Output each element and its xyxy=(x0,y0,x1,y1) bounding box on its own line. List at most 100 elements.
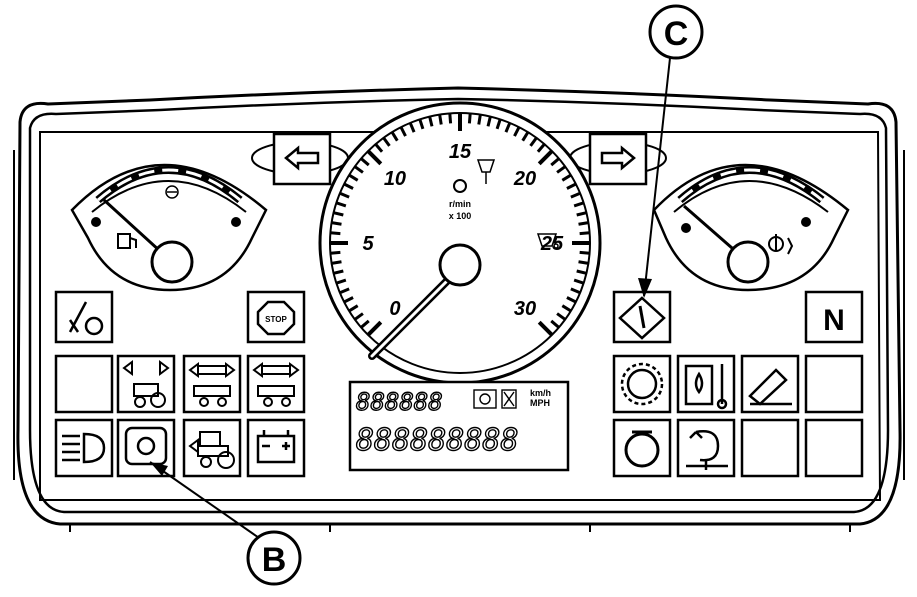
pto-icon xyxy=(686,430,728,470)
callout-b: B xyxy=(149,461,302,586)
tachometer-tick xyxy=(576,269,587,275)
tachometer-tick xyxy=(399,126,407,137)
tachometer-tick xyxy=(353,312,364,321)
callout-c-label: C xyxy=(664,15,689,53)
tachometer-tick xyxy=(579,250,590,255)
transmission-icon xyxy=(124,426,168,466)
tachometer-tick xyxy=(382,136,391,147)
tractor-front-pto-indicator xyxy=(246,354,306,414)
tachometer-ticks xyxy=(330,113,590,337)
tachometer-tick xyxy=(448,113,453,124)
blank-indicator-3 xyxy=(740,418,800,478)
tachometer-tick xyxy=(390,131,399,142)
tachometer-tick xyxy=(486,116,492,127)
stop-sign-label: STOP xyxy=(265,315,287,324)
tachometer-scale-label: 10 xyxy=(384,168,406,190)
tachometer-tick xyxy=(343,296,354,304)
neutral-icon: N xyxy=(823,304,845,337)
high-beam-icon xyxy=(62,432,106,464)
rpm-multiplier-label: x 100 xyxy=(449,211,472,221)
tachometer-unit: r/min x 100 xyxy=(449,179,472,221)
tachometer-scale-label: 0 xyxy=(389,298,400,320)
tach-warning-icon-right xyxy=(536,233,559,249)
tachometer-tick xyxy=(579,231,590,236)
left-turn-indicator xyxy=(251,132,349,186)
blank-indicator-4 xyxy=(804,418,864,478)
lcd-speed-unit-2: MPH xyxy=(530,398,550,408)
right-turn-indicator xyxy=(569,132,667,186)
rpm-unit-label: r/min xyxy=(449,199,471,209)
stop-indicator: STOP xyxy=(246,290,306,344)
hitch-indicator xyxy=(54,290,114,344)
tachometer-tick xyxy=(504,122,512,133)
lcd-bottom-digits: 888888888 xyxy=(356,423,519,458)
tachometer-tick xyxy=(573,201,585,208)
tachometer-tick xyxy=(578,221,589,226)
master-warning-indicator xyxy=(612,290,672,344)
tachometer-tick xyxy=(348,173,359,182)
engine-oil-icon xyxy=(624,430,660,468)
tachometer-tick xyxy=(570,191,581,199)
left-indicator-panel: STOP xyxy=(54,290,306,478)
battery-indicator xyxy=(246,418,306,478)
lcd-display: 888888 888888888 km/h MPH xyxy=(348,380,570,472)
tachometer-tick xyxy=(360,319,370,329)
tractor-rear-icon xyxy=(188,431,235,469)
housing-bottom-tabs xyxy=(69,524,851,532)
battery-icon xyxy=(256,430,296,464)
tachometer-tick xyxy=(330,231,341,236)
pto-indicator xyxy=(676,418,736,478)
tachometer-tick xyxy=(348,304,359,313)
high-beam-indicator xyxy=(54,418,114,478)
tachometer-tick xyxy=(331,221,342,226)
tachometer-tick xyxy=(333,269,344,275)
park-brake-icon xyxy=(748,368,792,406)
tachometer-tick xyxy=(331,260,342,265)
tachometer-tick xyxy=(566,182,577,190)
tachometer-tick xyxy=(550,157,560,167)
tachometer-tick xyxy=(477,114,482,125)
tachometer-tick xyxy=(408,122,416,133)
hitch-icon xyxy=(68,301,104,336)
hydraulic-oil-temperature-icon xyxy=(684,364,728,410)
tachometer-hub xyxy=(438,243,482,287)
tachometer-tick xyxy=(556,165,567,174)
callout-c: C xyxy=(638,4,704,298)
tachometer-tick xyxy=(438,114,443,125)
lcd-gear-icon xyxy=(473,389,517,409)
hydraulic-oil-temperature-indicator xyxy=(676,354,736,414)
tachometer-tick xyxy=(537,320,554,337)
tachometer-scale-label: 15 xyxy=(449,141,472,163)
tachometer-tick xyxy=(467,113,472,124)
tachometer-scale-label: 20 xyxy=(513,168,536,190)
blank-indicator-2 xyxy=(804,354,864,414)
stop-sign-icon xyxy=(256,300,296,336)
tachometer-tick xyxy=(339,191,350,199)
left-turn-arrow-icon xyxy=(284,145,320,171)
tachometer-tick xyxy=(561,173,572,182)
tachometer-tick xyxy=(578,260,589,265)
tachometer-tick xyxy=(495,118,502,130)
tachometer-tick xyxy=(353,165,364,174)
tachometer-tick xyxy=(366,149,383,166)
park-brake-indicator xyxy=(740,354,800,414)
tachometer-tick xyxy=(513,126,521,137)
right-turn-arrow-icon xyxy=(600,145,636,171)
tractor-one-trailer-indicator xyxy=(116,354,176,414)
tachometer-tick xyxy=(360,157,370,167)
tractor-rear-indicator xyxy=(182,418,242,478)
tachometer-tick xyxy=(428,116,434,127)
air-filter-icon xyxy=(620,362,664,406)
tachometer-tick xyxy=(570,287,581,295)
air-filter-indicator xyxy=(612,354,672,414)
coolant-temperature-gauge xyxy=(652,163,850,292)
tach-warning-icon-top xyxy=(476,159,496,184)
cluster-housing xyxy=(13,86,905,526)
lcd-top-digits: 888888 xyxy=(356,388,443,416)
tractor-front-pto-icon xyxy=(252,362,300,407)
tachometer-scale-label: 5 xyxy=(362,233,374,255)
callout-b-label: B xyxy=(262,541,287,579)
tachometer-tick xyxy=(536,143,546,153)
